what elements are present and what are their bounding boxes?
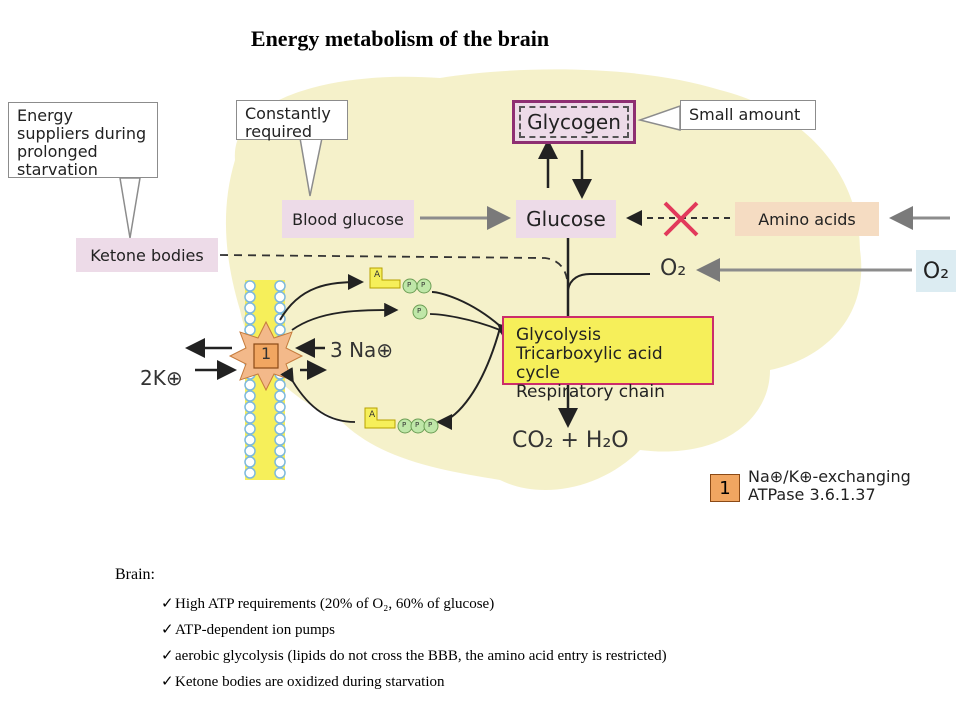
- notes-section: Brain: ✓High ATP requirements (20% of O₂…: [115, 566, 667, 698]
- membrane-lipid-head: [244, 456, 256, 468]
- pathways-box: Glycolysis Tricarboxylic acid cycle Resp…: [502, 316, 714, 402]
- membrane-lipid-head: [274, 412, 286, 424]
- membrane-lipid-head: [244, 280, 256, 292]
- page-title: Energy metabolism of the brain: [250, 26, 550, 51]
- brain-metabolism-diagram: Energy suppliers during prolonged starva…: [0, 60, 960, 528]
- membrane-lipid-head: [274, 390, 286, 402]
- phosphate-molecule: [412, 304, 428, 320]
- phosphate-label: P: [402, 421, 407, 429]
- legend-number: 1: [710, 474, 740, 502]
- membrane-lipid-head: [274, 291, 286, 303]
- membrane-lipid-head: [244, 412, 256, 424]
- check-icon: ✓: [161, 648, 174, 664]
- phosphate-label: P: [421, 281, 426, 289]
- membrane-lipid-head: [274, 445, 286, 457]
- amino-acids-node: Amino acids: [735, 202, 879, 236]
- membrane-lipid-head: [244, 467, 256, 479]
- atp-molecule-bottom: [364, 407, 439, 434]
- membrane-lipid-head: [244, 302, 256, 314]
- membrane-lipid-head: [244, 445, 256, 457]
- list-item: ✓Ketone bodies are oxidized during starv…: [161, 672, 667, 691]
- legend-line-1: Na⊕/K⊕-exchanging: [748, 467, 911, 486]
- note-text: High ATP requirements (20% of O₂, 60% of…: [175, 596, 495, 612]
- potassium-label: 2K⊕: [140, 366, 183, 390]
- membrane-lipid-head: [244, 291, 256, 303]
- callout-small-amount: Small amount: [680, 100, 816, 130]
- oxygen-inner-label: O₂: [660, 256, 687, 281]
- notes-heading: Brain:: [115, 566, 155, 583]
- glycogen-node: Glycogen: [512, 100, 636, 144]
- membrane-lipid-head: [274, 379, 286, 391]
- note-text: aerobic glycolysis (lipids do not cross …: [175, 648, 667, 664]
- atp-molecule-top: [369, 267, 432, 294]
- note-text: ATP-dependent ion pumps: [175, 622, 335, 638]
- list-item: ✓High ATP requirements (20% of O₂, 60% o…: [161, 594, 667, 613]
- membrane-lipid-head: [274, 280, 286, 292]
- respiratory-chain-label: Respiratory chain: [516, 382, 665, 402]
- membrane-lipid-head: [274, 324, 286, 336]
- glycolysis-label: Glycolysis: [516, 325, 601, 345]
- legend-line-2: ATPase 3.6.1.37: [748, 485, 876, 504]
- blood-glucose-node: Blood glucose: [282, 200, 414, 238]
- callout-constantly-required: Constantly required: [236, 100, 348, 141]
- check-icon: ✓: [161, 596, 174, 612]
- glucose-node: Glucose: [516, 200, 616, 238]
- list-item: ✓ATP-dependent ion pumps: [161, 620, 667, 639]
- pump-number: 1: [261, 344, 272, 363]
- membrane-lipid-head: [244, 434, 256, 446]
- membrane-lipid-head: [274, 434, 286, 446]
- sodium-label: 3 Na⊕: [330, 338, 394, 362]
- phosphate-label: P: [428, 421, 433, 429]
- atp-adenosine-label: A: [374, 270, 381, 280]
- ketone-bodies-node: Ketone bodies: [76, 238, 218, 272]
- glycogen-label: Glycogen: [519, 106, 629, 138]
- atp-adenosine-label-bottom: A: [369, 410, 376, 420]
- callout-energy-suppliers: Energy suppliers during prolonged starva…: [8, 102, 158, 179]
- legend-text: Na⊕/K⊕-exchanging ATPase 3.6.1.37: [748, 468, 911, 504]
- oxygen-outer-label: O₂: [916, 250, 956, 292]
- membrane-lipid-head: [244, 313, 256, 325]
- tca-cycle-label: Tricarboxylic acid cycle: [516, 344, 663, 383]
- membrane-lipid-head: [274, 401, 286, 413]
- notes-list: ✓High ATP requirements (20% of O₂, 60% o…: [115, 594, 667, 691]
- membrane-lipid-head: [274, 423, 286, 435]
- membrane-lipid-head: [244, 379, 256, 391]
- membrane-lipid-head: [244, 390, 256, 402]
- membrane-lipid-head: [274, 467, 286, 479]
- membrane-lipid-head: [274, 302, 286, 314]
- phosphate-label: P: [417, 307, 422, 315]
- note-text: Ketone bodies are oxidized during starva…: [175, 674, 445, 690]
- co2-h2o-label: CO₂ + H₂O: [512, 428, 629, 453]
- membrane-lipid-head: [244, 324, 256, 336]
- membrane-lipid-head: [244, 423, 256, 435]
- phosphate-label: P: [407, 281, 412, 289]
- membrane-lipid-head: [244, 401, 256, 413]
- list-item: ✓aerobic glycolysis (lipids do not cross…: [161, 646, 667, 665]
- check-icon: ✓: [161, 622, 174, 638]
- phosphate-label: P: [415, 421, 420, 429]
- check-icon: ✓: [161, 674, 174, 690]
- membrane-lipid-head: [274, 456, 286, 468]
